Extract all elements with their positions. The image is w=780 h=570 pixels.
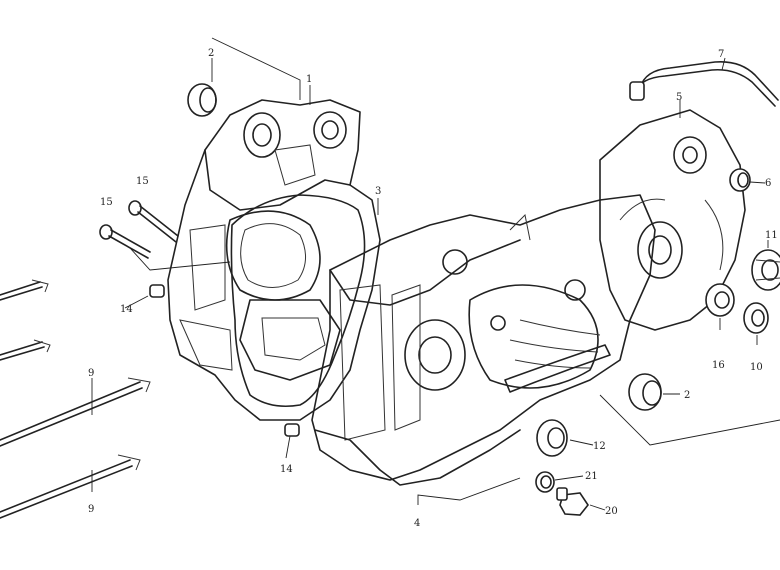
drain-bolt-20 (556, 487, 589, 516)
callout-15-lower: 15 (100, 197, 113, 208)
oil-seal-10 (743, 302, 769, 334)
callout-7: 7 (718, 49, 724, 60)
callout-20: 20 (605, 506, 618, 517)
leader-lines (91, 37, 780, 511)
callout-9-upper: 9 (88, 368, 94, 379)
callout-15-upper: 15 (136, 176, 149, 187)
dowel-pin-14-upper (149, 284, 165, 298)
dowel-bushing-right (628, 373, 662, 411)
crankcase-gasket (230, 194, 366, 408)
plug-6 (729, 168, 751, 192)
bearing-16 (705, 283, 735, 317)
callout-10: 10 (750, 362, 763, 373)
callout-14-lower: 14 (280, 464, 293, 475)
bolt-15-lower (99, 224, 151, 259)
callout-2-top: 2 (208, 48, 214, 59)
callout-16: 16 (712, 360, 725, 371)
breather-hose (639, 60, 779, 101)
stud-bolts (0, 279, 151, 519)
callout-6: 6 (765, 178, 771, 189)
oil-seal-12 (536, 419, 568, 457)
dowel-bushing-top (187, 83, 217, 117)
right-side-cover (599, 109, 746, 331)
callout-3: 3 (375, 186, 381, 197)
callout-4: 4 (414, 518, 420, 529)
callout-12: 12 (593, 441, 606, 452)
right-crankcase-half (311, 194, 656, 486)
callout-2-right: 2 (684, 390, 690, 401)
bolt-15-upper (128, 200, 179, 243)
dowel-pin-14-lower (284, 423, 300, 437)
bearing-11 (751, 249, 780, 291)
callout-21: 21 (585, 471, 598, 482)
callout-9-lower: 9 (88, 504, 94, 515)
callout-5: 5 (676, 92, 682, 103)
callout-labels: 1 2 3 4 5 6 7 9 9 10 11 12 14 14 15 15 1… (88, 48, 778, 529)
callout-1: 1 (306, 74, 312, 85)
left-crankcase-half (167, 99, 381, 421)
hose-clamp (629, 81, 645, 101)
callout-14-upper: 14 (120, 304, 133, 315)
washer-21 (535, 471, 555, 493)
callout-11: 11 (765, 230, 778, 241)
